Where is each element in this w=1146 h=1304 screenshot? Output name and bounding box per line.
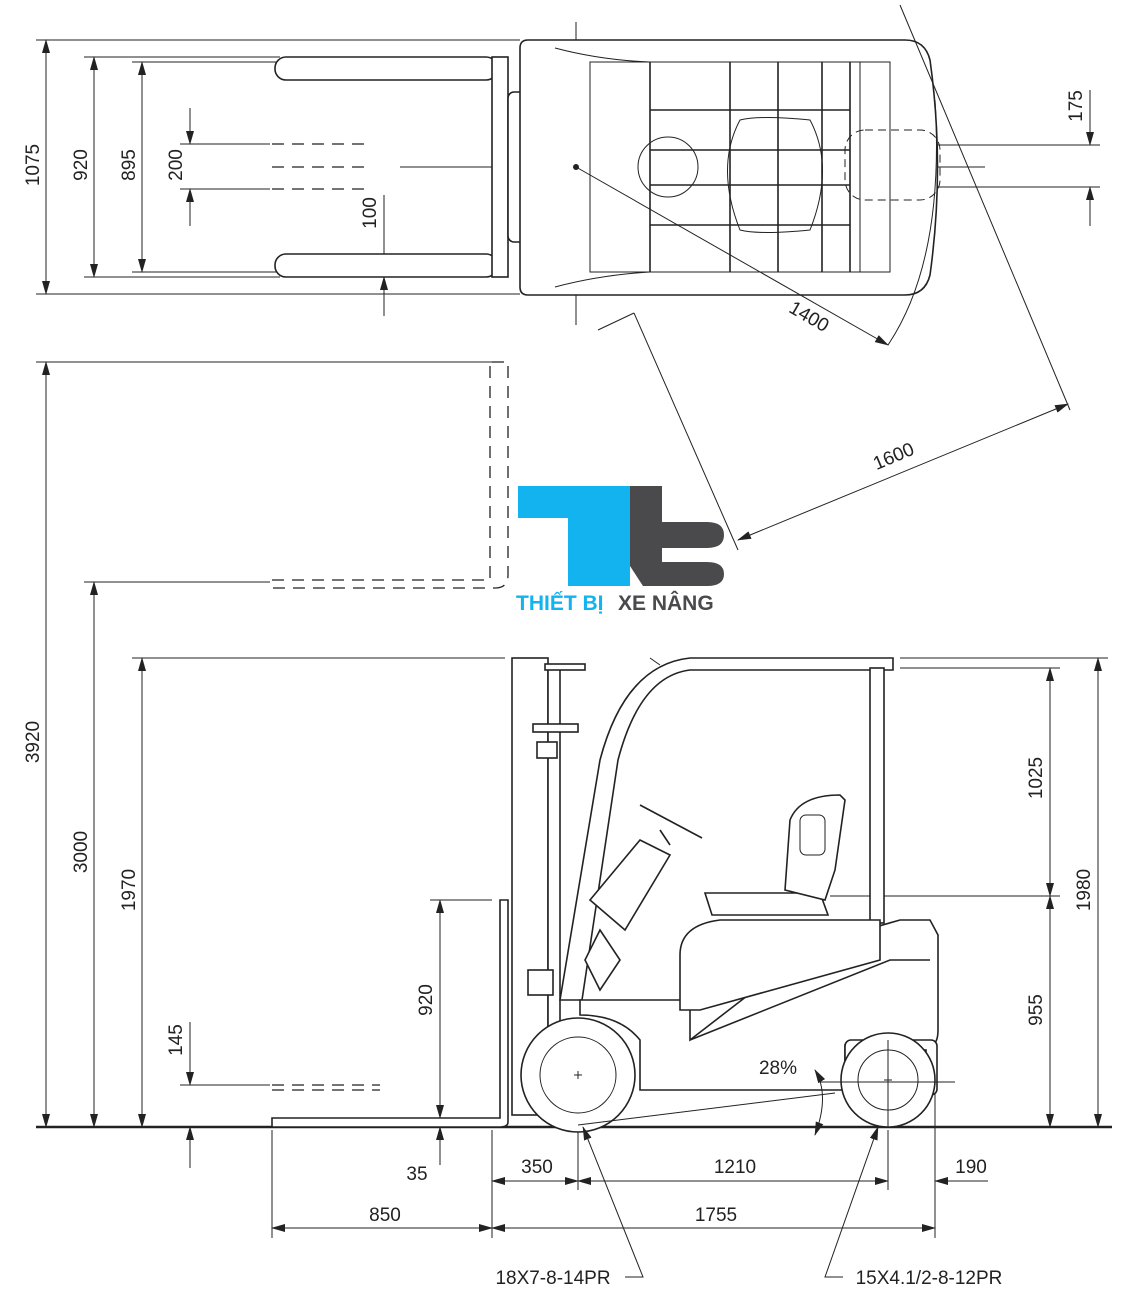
label-rear-offset: 175	[1066, 90, 1087, 122]
label-max-height: 3920	[23, 721, 44, 763]
logo-text-secondary: XE NÂNG	[618, 591, 714, 615]
label-front-tyre: 18X7-8-14PR	[495, 1268, 610, 1289]
label-lift-height: 3000	[71, 831, 92, 873]
label-fork-inner-width: 895	[119, 149, 140, 181]
label-fork-thickness: 35	[406, 1164, 427, 1185]
label-fork-outer-width: 920	[71, 149, 92, 181]
label-guard-to-seat: 1025	[1026, 757, 1047, 799]
label-center-offset: 200	[166, 149, 187, 181]
logo: THIẾT BỊ XE NÂNG	[516, 486, 724, 615]
side-view	[36, 361, 1112, 1278]
label-front-overhang: 350	[521, 1157, 553, 1178]
label-backrest-height: 920	[416, 984, 437, 1016]
label-overall-width: 1075	[23, 144, 44, 186]
truck-body-top	[519, 39, 939, 296]
label-length-to-fork-face: 1755	[695, 1205, 737, 1226]
logo-text-primary: THIẾT BỊ	[516, 592, 604, 615]
fork	[271, 899, 509, 1128]
label-gradeability: 28%	[759, 1058, 797, 1079]
label-mast-lowered: 1970	[119, 869, 140, 911]
label-turning-radius: 1400	[785, 298, 832, 337]
label-fork-marker: 145	[166, 1024, 187, 1056]
label-rear-tyre: 15X4.1/2-8-12PR	[856, 1268, 1003, 1289]
top-view	[36, 4, 1100, 551]
label-fork-offset: 100	[360, 197, 381, 229]
label-wheelbase: 1210	[714, 1157, 756, 1178]
label-fork-length: 850	[369, 1205, 401, 1226]
label-rear-overhang: 190	[955, 1157, 987, 1178]
label-seat-height: 955	[1026, 994, 1047, 1026]
label-guard-height: 1980	[1074, 869, 1095, 911]
